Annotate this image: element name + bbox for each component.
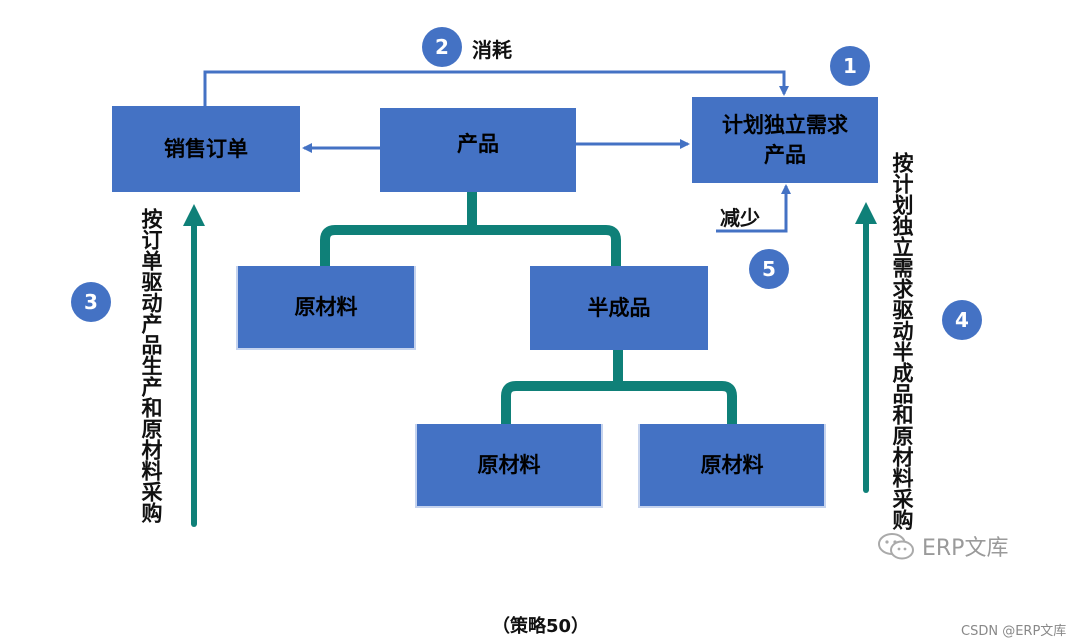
consume-arrow	[203, 70, 789, 106]
raw-material-label: 原材料	[294, 295, 358, 319]
pir-label-line2: 产品	[764, 143, 806, 167]
sales-order-box: 销售订单	[112, 106, 300, 192]
wechat-icon	[878, 533, 914, 560]
reduce-label: 减少	[720, 206, 760, 230]
semi-finished-box: 半成品	[530, 266, 708, 350]
reduce-arrow	[716, 184, 791, 233]
sales-order-label: 销售订单	[164, 137, 248, 161]
csdn-credit: CSDN @ERP文库	[961, 624, 1067, 639]
bom-tree-level2	[501, 350, 737, 426]
product-box: 产品	[380, 108, 576, 192]
consume-label: 消耗	[472, 38, 512, 62]
raw-material-box-bottom-right: 原材料	[638, 424, 826, 508]
strategy-caption: （策略50）	[492, 616, 590, 637]
raw-material-label: 原材料	[477, 453, 541, 477]
step-badge-5: 5	[749, 249, 789, 289]
pir-label-line1: 计划独立需求	[722, 113, 848, 137]
raw-material-box-left: 原材料	[236, 266, 416, 350]
right-vertical-label: 按计划独立需求驱动半成品和原材料采购	[890, 152, 914, 530]
bom-tree-level1	[320, 192, 621, 268]
watermark: ERP文库	[876, 530, 1008, 562]
step-badge-4: 4	[942, 300, 982, 340]
product-label: 产品	[457, 132, 499, 156]
watermark-text: ERP文库	[922, 536, 1009, 561]
raw-material-label: 原材料	[700, 453, 764, 477]
semi-finished-label: 半成品	[587, 296, 651, 320]
step-badge-2: 2	[422, 27, 462, 67]
step-badge-1: 1	[830, 46, 870, 86]
left-vertical-label: 按订单驱动产品生产和原材料采购	[139, 208, 163, 523]
pir-box: 计划独立需求 产品	[692, 97, 878, 183]
step-badge-3: 3	[71, 282, 111, 322]
raw-material-box-bottom-left: 原材料	[415, 424, 603, 508]
